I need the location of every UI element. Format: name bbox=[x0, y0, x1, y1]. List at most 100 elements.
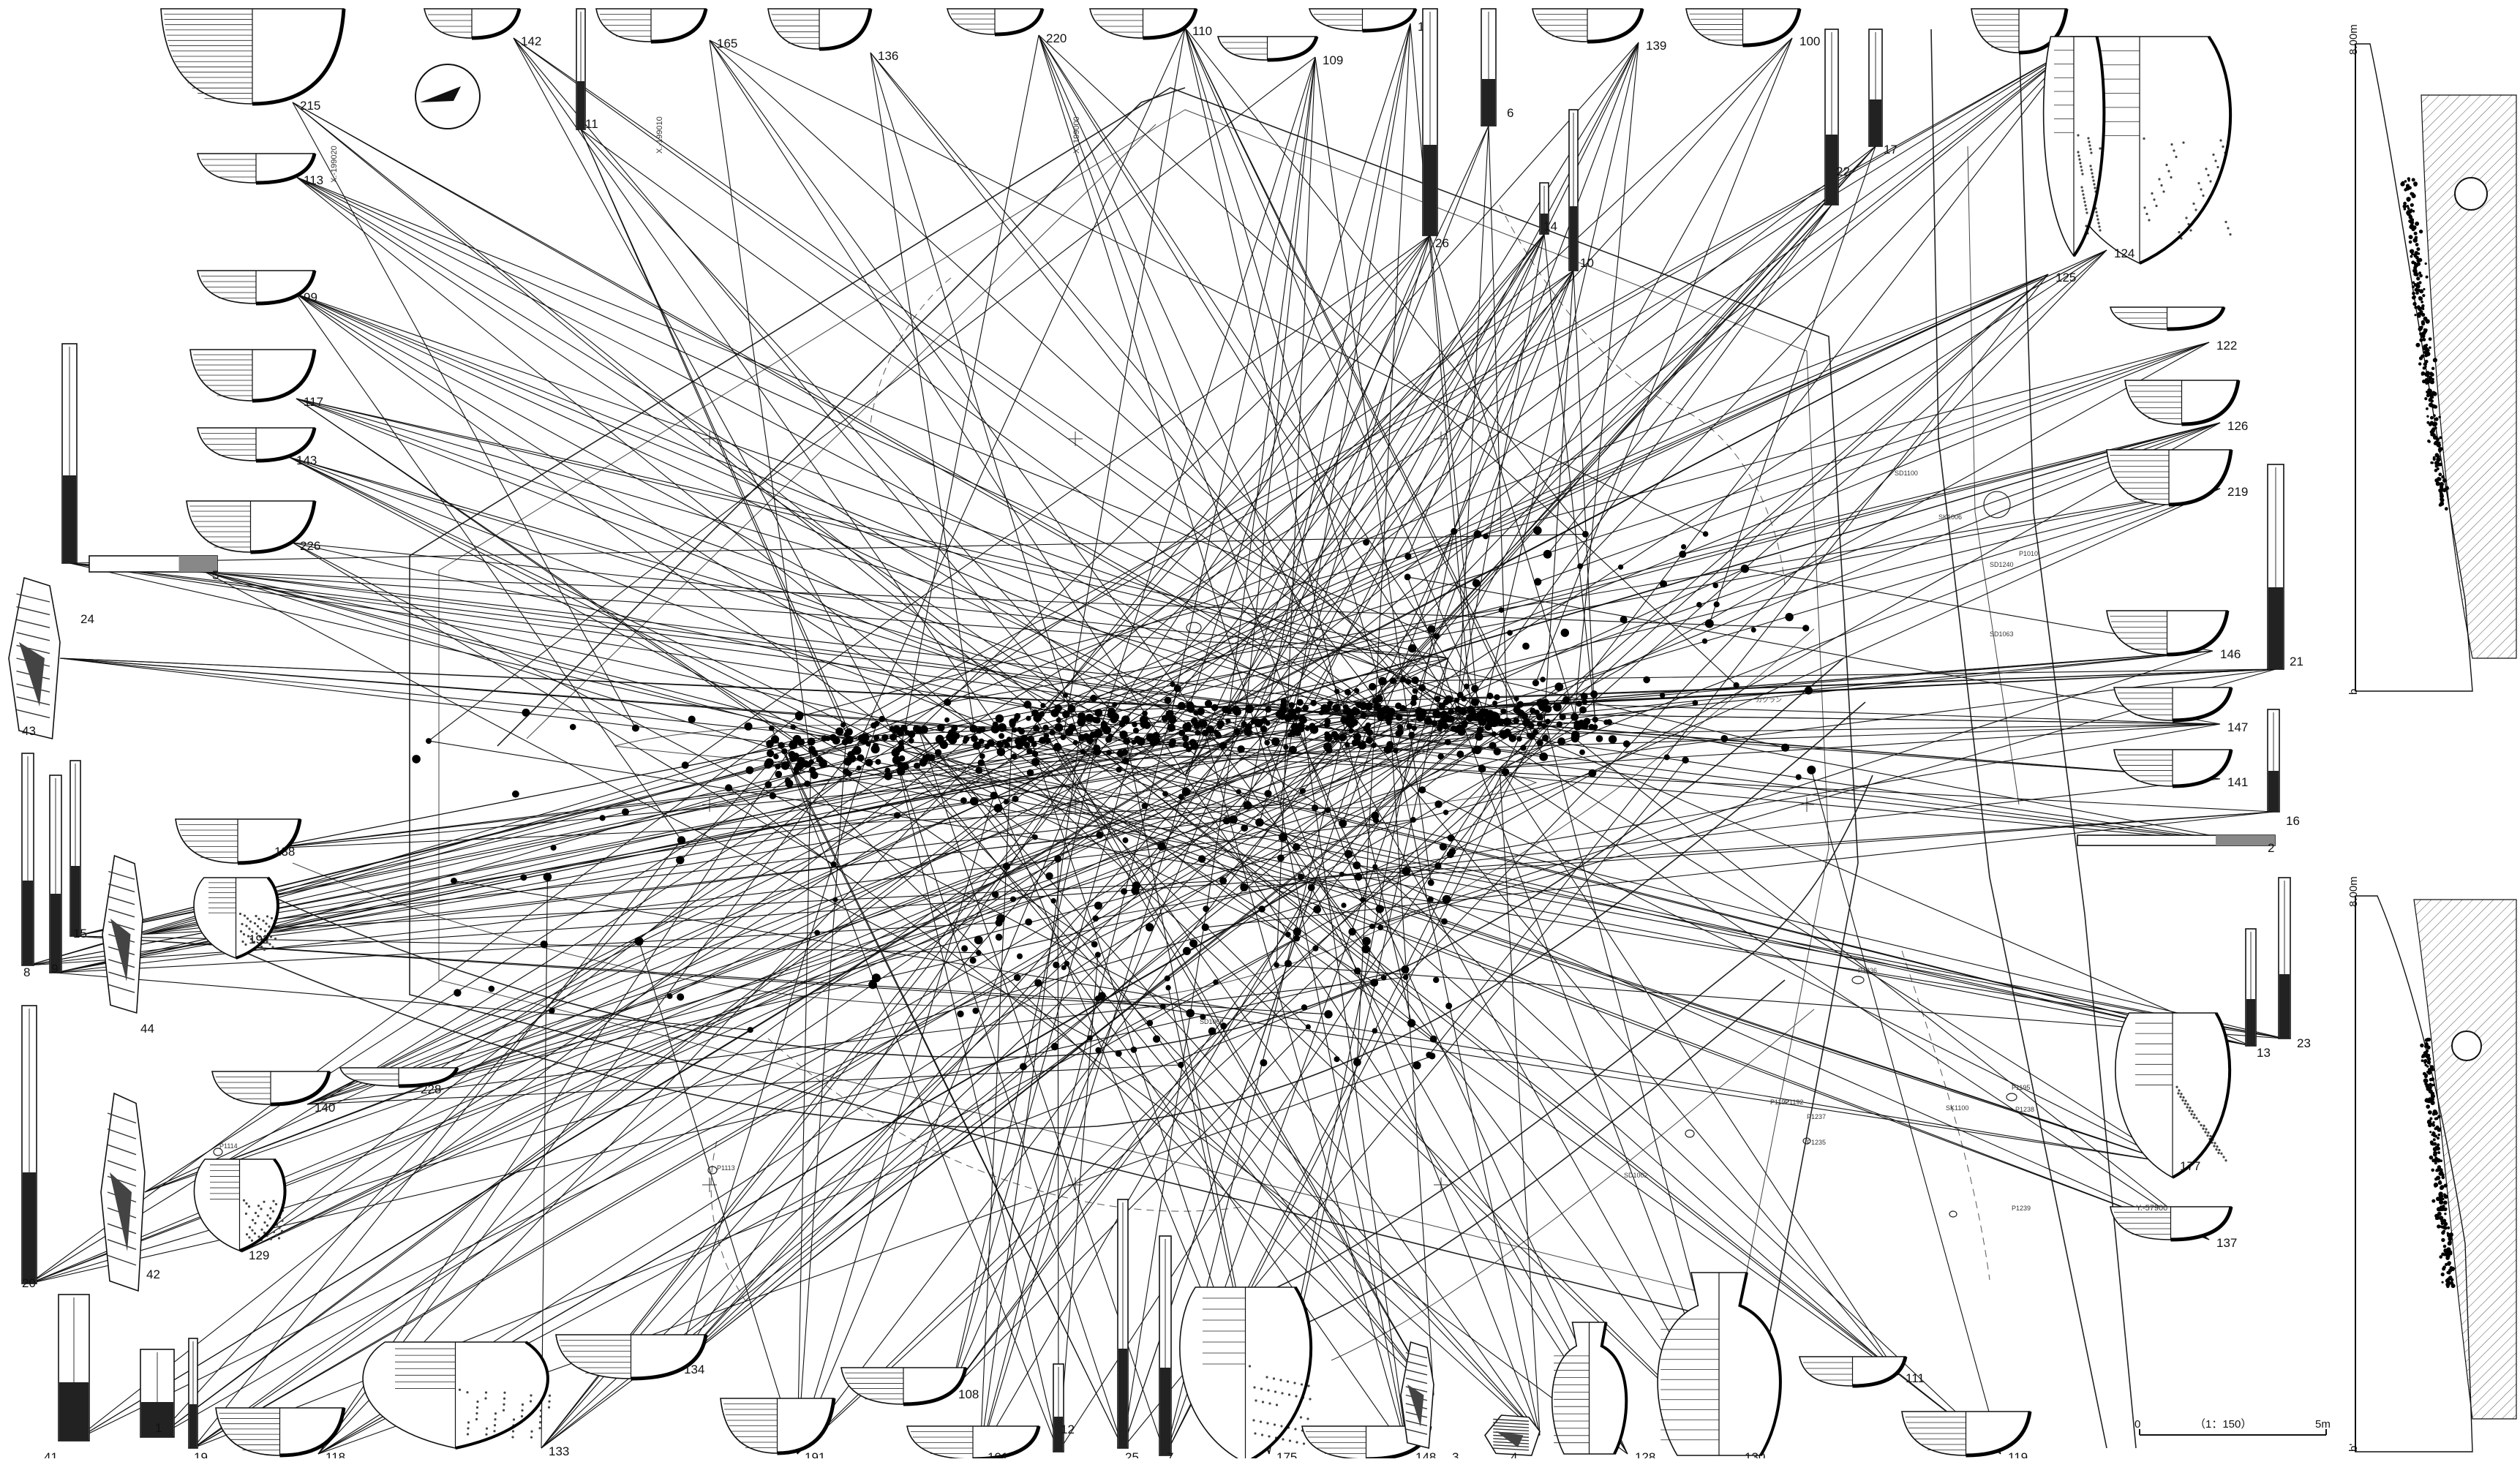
find-spot-dot bbox=[1459, 706, 1467, 715]
leader-line bbox=[288, 456, 1284, 838]
find-spot-dot bbox=[865, 741, 871, 747]
artifact-6 bbox=[1481, 8, 1497, 127]
leader-line bbox=[541, 738, 1098, 1449]
leader-line bbox=[1029, 751, 1738, 1455]
find-spot-dot bbox=[1365, 722, 1372, 728]
find-spot-dot bbox=[1351, 739, 1359, 747]
section-dot bbox=[2414, 314, 2417, 317]
find-spot-dot bbox=[426, 738, 432, 745]
leader-line bbox=[676, 718, 1493, 1367]
leader-line bbox=[192, 837, 1036, 1449]
section-level-lower: 8.00m bbox=[2347, 876, 2360, 907]
leader-line bbox=[639, 941, 798, 1455]
leader-line bbox=[1095, 723, 2221, 919]
leader-line bbox=[1374, 270, 1574, 701]
section-dot bbox=[2421, 325, 2423, 328]
find-spot-dot bbox=[971, 735, 978, 742]
find-spot-dot bbox=[1411, 676, 1419, 685]
find-spot-dot bbox=[1366, 728, 1374, 736]
find-spot-dot bbox=[1513, 717, 1519, 724]
find-spot-dot bbox=[688, 715, 696, 723]
find-spot-dot bbox=[1061, 965, 1067, 971]
leader-line bbox=[1429, 235, 1481, 731]
find-spot-dot bbox=[1559, 713, 1566, 720]
section-dot bbox=[2440, 492, 2444, 497]
find-spot-dot bbox=[1309, 723, 1316, 729]
find-spot-dot bbox=[1136, 737, 1146, 746]
section-dot bbox=[2427, 1061, 2430, 1065]
leader-line bbox=[1466, 422, 2221, 687]
find-spot-dot bbox=[1161, 715, 1169, 722]
section-dot bbox=[2424, 1063, 2428, 1067]
find-spot-dot bbox=[1056, 717, 1061, 723]
section-dot bbox=[2444, 507, 2448, 511]
artifact-drawings: 2151421651362201101091121391002211139911… bbox=[8, 8, 2311, 1462]
leader-line bbox=[296, 293, 1576, 736]
leader-line bbox=[75, 935, 1329, 1015]
leader-lines bbox=[27, 23, 2285, 1456]
find-spot-dot bbox=[984, 743, 990, 750]
leader-line bbox=[1018, 274, 2049, 742]
artifact-number-13: 13 bbox=[2257, 1046, 2271, 1060]
find-spot-dot bbox=[1049, 729, 1056, 736]
leader-line bbox=[1388, 717, 1541, 1436]
leader-line bbox=[870, 52, 1391, 717]
find-spot-dot bbox=[1350, 708, 1358, 716]
artifact-191 bbox=[720, 1398, 836, 1455]
artifact-177 bbox=[2115, 1011, 2232, 1179]
leader-line bbox=[1243, 342, 2210, 732]
find-spot-dot bbox=[781, 748, 788, 755]
leader-line bbox=[241, 820, 1227, 937]
find-spot-dot bbox=[1501, 768, 1510, 776]
find-spot-dot bbox=[1478, 709, 1487, 717]
find-spot-dot bbox=[993, 804, 1003, 813]
find-spot-dot bbox=[894, 812, 901, 819]
leader-line bbox=[1184, 27, 1544, 757]
leader-line bbox=[898, 748, 2252, 1047]
artifact-number-111: 111 bbox=[1906, 1371, 1925, 1385]
leader-line bbox=[296, 398, 1115, 720]
find-spot-dot bbox=[1017, 953, 1023, 960]
section-dot bbox=[2417, 312, 2421, 317]
find-spot-dot bbox=[677, 836, 686, 845]
feature-label: SD1063 bbox=[1990, 630, 2014, 638]
find-spot-dot bbox=[1522, 642, 1530, 650]
artifact-number-220: 220 bbox=[1046, 31, 1067, 45]
section-dot bbox=[2419, 274, 2423, 278]
find-spot-dot bbox=[978, 738, 985, 745]
section-dot bbox=[2434, 1158, 2438, 1161]
leader-line bbox=[428, 56, 1316, 742]
section-mark-upper: b bbox=[2347, 689, 2360, 695]
artifact-number-100: 100 bbox=[1799, 34, 1820, 48]
find-spot-dot bbox=[1010, 896, 1016, 903]
section-dot bbox=[2438, 1191, 2443, 1197]
section-dot bbox=[2436, 457, 2441, 462]
leader-line bbox=[1547, 204, 1832, 555]
find-spot-dot bbox=[1100, 720, 1107, 728]
leader-line bbox=[69, 562, 1494, 735]
leader-line bbox=[241, 773, 850, 1253]
find-spot-dot bbox=[1260, 1059, 1268, 1067]
find-spot-dot bbox=[1441, 918, 1448, 925]
find-spot-dot bbox=[972, 741, 982, 750]
find-spot-dot bbox=[1288, 702, 1295, 709]
section-dot bbox=[2431, 1158, 2436, 1163]
leader-line bbox=[1222, 146, 1876, 881]
artifact-219 bbox=[2106, 449, 2233, 507]
section-dot bbox=[2434, 1161, 2437, 1165]
section-dot bbox=[2431, 366, 2435, 370]
leader-line bbox=[1098, 56, 1316, 734]
section-dot bbox=[2435, 481, 2440, 486]
find-spot-dot bbox=[1361, 944, 1370, 954]
find-spot-dot bbox=[1284, 960, 1293, 968]
leader-line bbox=[1682, 422, 2221, 555]
section-dot bbox=[2434, 478, 2439, 483]
find-spot-dot bbox=[1054, 704, 1062, 712]
artifact-number-142: 142 bbox=[521, 34, 541, 48]
section-dot bbox=[2433, 1152, 2437, 1157]
leader-line bbox=[144, 758, 820, 1193]
section-dot bbox=[2438, 1171, 2443, 1176]
find-spot-dot bbox=[1220, 1022, 1227, 1030]
find-spot-dot bbox=[1168, 741, 1176, 748]
find-spot-dot bbox=[1178, 729, 1186, 736]
